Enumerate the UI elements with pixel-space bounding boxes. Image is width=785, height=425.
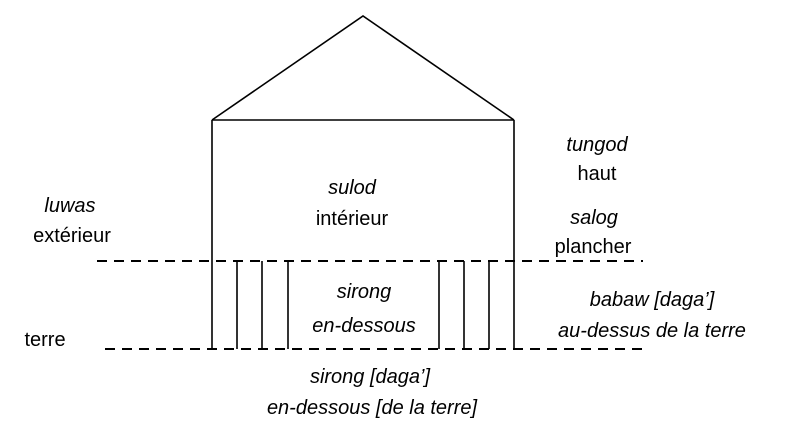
roof [211, 15, 515, 121]
label-terre: terre [24, 329, 65, 351]
label-au-dessus: au-dessus de la terre [558, 320, 746, 342]
label-en-dessous: en-dessous [312, 315, 415, 337]
label-babaw: babaw [daga’] [590, 289, 715, 311]
label-tungod: tungod [566, 134, 628, 156]
label-exterieur: extérieur [33, 225, 111, 247]
label-interieur: intérieur [316, 208, 389, 230]
label-sulod: sulod [328, 177, 377, 199]
label-plancher: plancher [555, 236, 632, 258]
label-sirong: sirong [337, 281, 391, 303]
label-haut: haut [578, 163, 617, 185]
label-salog: salog [570, 207, 618, 229]
label-sirong-daga: sirong [daga’] [310, 366, 431, 388]
stilts [236, 261, 490, 349]
label-luwas: luwas [44, 195, 95, 217]
label-en-dessous-terre: en-dessous [de la terre] [267, 397, 478, 419]
